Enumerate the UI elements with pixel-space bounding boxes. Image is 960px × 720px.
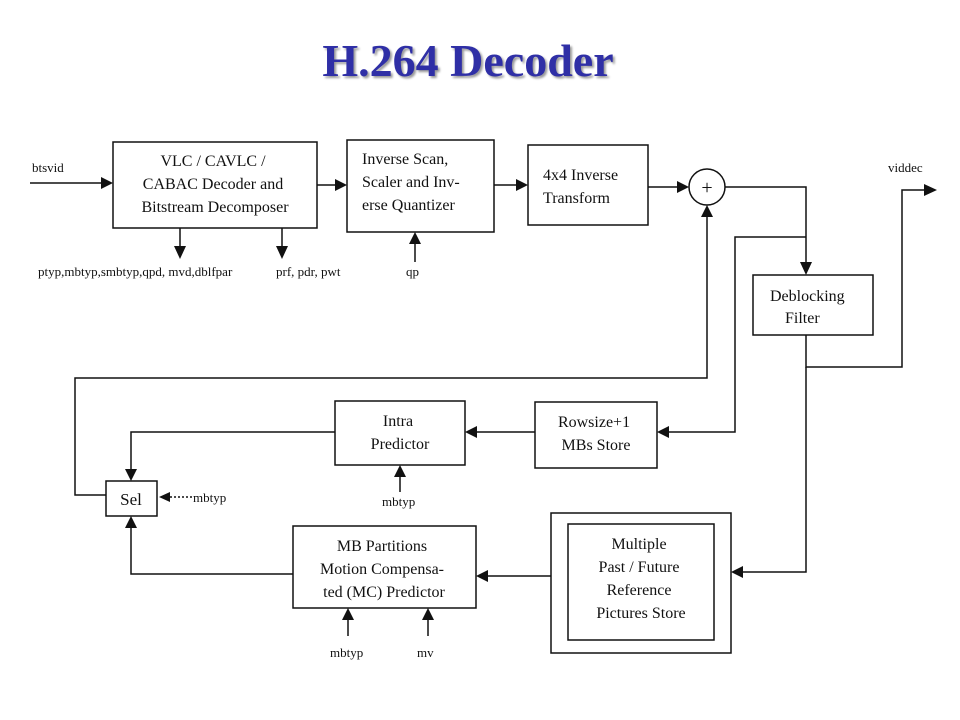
- svg-text:VLC / CAVLC / CABAC Deco: VLC / CAVLC / CABAC Decoder and Bitstrea…: [141, 153, 289, 216]
- mc-mbtyp-label: mbtyp: [330, 645, 363, 660]
- deblocking-filter-block: Deblocking Filter: [752, 274, 874, 336]
- arrow-vlc-out-a: [174, 246, 186, 259]
- svg-text:Rowsize+1 MBs Store: Rowsize+1 MBs Store: [558, 414, 634, 454]
- arrow-into-deblocking: [800, 262, 812, 275]
- inverse-quantizer-line-1: Inverse Scan,: [362, 151, 448, 168]
- vlc-decoder-block: VLC / CAVLC / CABAC Decoder and Bitstrea…: [112, 141, 318, 229]
- mc-predictor-line-2: Motion Compensa-: [320, 561, 444, 578]
- reference-store-line-2: Past / Future: [599, 559, 680, 576]
- vlc-side-outputs-label-b: prf, pdr, pwt: [276, 264, 341, 279]
- vlc-decoder-line-3: Bitstream Decomposer: [141, 199, 289, 216]
- rowsize-store-block: Rowsize+1 MBs Store: [534, 401, 658, 469]
- arrowheads: [101, 177, 937, 620]
- reference-store-line-3: Reference: [607, 582, 672, 599]
- arrow-into-rowsize-store: [657, 426, 669, 438]
- arrow-feedback-into-adder: [701, 205, 713, 217]
- inverse-quantizer-line-2: Scaler and Inv-: [362, 174, 460, 191]
- selector-label: Sel: [120, 490, 142, 509]
- intra-predictor-line-2: Predictor: [371, 436, 430, 453]
- inverse-transform-block: 4x4 Inverse Transform: [527, 144, 649, 226]
- mc-predictor-block: MB Partitions Motion Compensa- ted (MC) …: [292, 525, 477, 609]
- reference-store-line-4: Pictures Store: [596, 605, 685, 622]
- output-signal-label: viddec: [888, 160, 923, 175]
- intra-predictor-line-1: Intra: [383, 413, 413, 430]
- reference-store-line-1: Multiple: [611, 536, 666, 553]
- intra-predictor-block: Intra Predictor: [334, 400, 466, 466]
- slide-title: H.264 Decoder: [322, 35, 614, 86]
- vlc-decoder-line-2: CABAC Decoder and: [143, 176, 283, 193]
- arrow-mbtyp-into-selector: [159, 492, 170, 502]
- arrow-into-inverse-quantizer: [335, 179, 347, 191]
- svg-text:Inverse Scan, Scaler and: Inverse Scan, Scaler and Inv- erse Quant…: [362, 151, 464, 214]
- vlc-decoder-line-1: VLC / CAVLC /: [160, 153, 266, 170]
- deblocking-filter-line-1: Deblocking: [770, 288, 845, 305]
- svg-text:4x4 Inverse Transform: 4x4 Inverse Transform: [543, 167, 622, 207]
- inverse-quantizer-line-3: erse Quantizer: [362, 197, 456, 214]
- vlc-side-outputs-label-a: ptyp,mbtyp,smbtyp,qpd, mvd,dblfpar: [38, 264, 233, 279]
- arrow-mc-into-selector: [125, 516, 137, 528]
- mc-predictor-line-3: ted (MC) Predictor: [323, 584, 445, 601]
- arrow-mc-mbtyp-in: [342, 608, 354, 620]
- rowsize-store-line-1: Rowsize+1: [558, 414, 630, 431]
- arrow-into-transform: [516, 179, 528, 191]
- arrow-intra-mbtyp-in: [394, 465, 406, 477]
- arrow-intra-into-selector: [125, 469, 137, 481]
- rowsize-store-line-2: MBs Store: [562, 437, 631, 454]
- svg-text:MB Partitions Motion Com: MB Partitions Motion Compensa- ted (MC) …: [320, 538, 448, 601]
- inverse-transform-line-1: 4x4 Inverse: [543, 167, 618, 184]
- arrow-into-mc-predictor: [476, 570, 488, 582]
- inverse-transform-line-2: Transform: [543, 190, 611, 207]
- arrow-vlc-out-b: [276, 246, 288, 259]
- arrow-output-viddec: [924, 184, 937, 196]
- intra-mbtyp-label: mbtyp: [382, 494, 415, 509]
- svg-text:Deblocking Filter: Deblocking Filter: [770, 288, 849, 327]
- arrow-into-adder: [677, 181, 689, 193]
- adder-symbol: +: [701, 177, 712, 199]
- reference-store-block: Multiple Past / Future Reference Picture…: [550, 512, 732, 654]
- arrow-into-intra-predictor: [465, 426, 477, 438]
- svg-text:Multiple Past / Future: Multiple Past / Future Reference Picture…: [596, 536, 685, 622]
- inverse-quantizer-block: Inverse Scan, Scaler and Inv- erse Quant…: [346, 139, 495, 233]
- arrow-qp-in: [409, 232, 421, 244]
- selector-block: Sel: [105, 480, 158, 517]
- adder-node: +: [688, 168, 726, 206]
- svg-text:Intra Predictor: Intra Predictor: [371, 413, 430, 453]
- selector-mbtyp-label: mbtyp: [193, 490, 226, 505]
- signal-wires: [30, 182, 925, 636]
- arrow-mc-mv-in: [422, 608, 434, 620]
- arrow-into-vlc: [101, 177, 113, 189]
- qp-label: qp: [406, 264, 419, 279]
- deblocking-filter-line-2: Filter: [785, 310, 820, 327]
- mc-predictor-line-1: MB Partitions: [337, 538, 427, 555]
- input-signal-label: btsvid: [32, 160, 64, 175]
- mc-mv-label: mv: [417, 645, 434, 660]
- arrow-into-reference-store: [731, 566, 743, 578]
